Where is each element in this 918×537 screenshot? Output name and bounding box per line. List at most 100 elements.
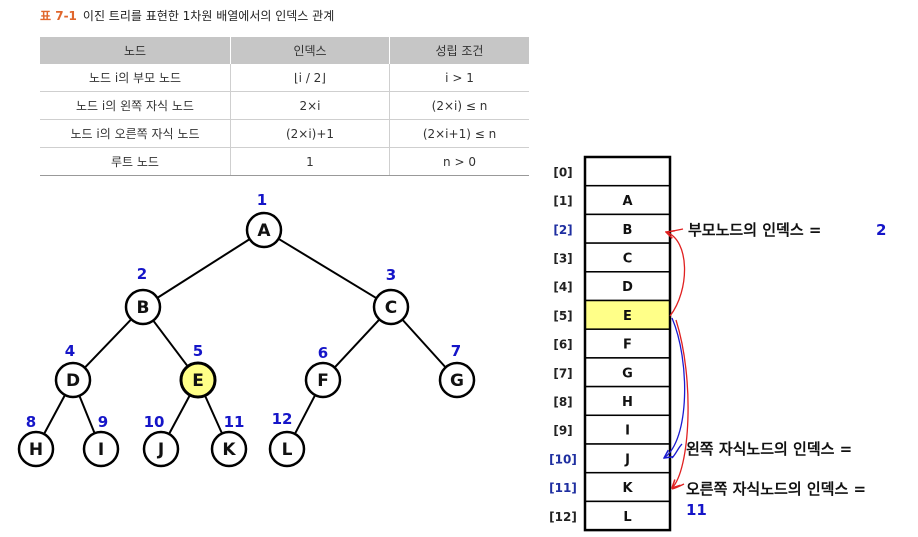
tree-node-label: K <box>222 440 236 460</box>
tree-node-circle <box>245 211 283 249</box>
array-cell-value: F <box>623 338 632 353</box>
table-cell: (2×i) ≤ n <box>389 91 529 120</box>
tree-node-circle <box>142 430 180 468</box>
tree-edge <box>278 237 377 300</box>
tree-edge <box>78 395 96 434</box>
tree-node-label: D <box>66 371 80 391</box>
array-index-label: [7] <box>553 366 572 380</box>
array-cell-value: J <box>624 452 630 467</box>
array-index-label: [1] <box>553 194 572 208</box>
array-index-label: [2] <box>553 223 572 237</box>
arrow-to-left-child <box>664 317 686 458</box>
table-row: 노드 i의 부모 노드 ⌊i / 2⌋ i > 1 <box>40 64 529 92</box>
array-cell-value: K <box>622 481 633 496</box>
tree-node-circle <box>17 430 55 468</box>
array-cell <box>584 414 671 445</box>
tree-node-circle <box>438 361 476 399</box>
tree-node-l: L <box>268 430 306 468</box>
tree-node-label: G <box>450 371 464 391</box>
tree-node-g: G <box>438 361 476 399</box>
tree-node-circle <box>304 361 342 399</box>
tree-node-label: B <box>137 298 150 318</box>
tree-node-index: 9 <box>98 413 108 431</box>
header-index: 인덱스 <box>230 37 390 64</box>
array-cell-value: I <box>625 424 630 439</box>
tree-node-index: 12 <box>272 410 293 428</box>
tree-node-circle <box>268 430 306 468</box>
array-index-label: [10] <box>549 452 577 466</box>
array-index-label: [3] <box>553 251 572 265</box>
table-cell: 노드 i의 부모 노드 <box>40 64 231 92</box>
tree-node-e: E <box>179 361 217 399</box>
tree-node-k: K <box>210 430 248 468</box>
tree-node-label: E <box>192 371 204 391</box>
tree-node-circle <box>210 430 248 468</box>
right-child-index-note: 오른쪽 자식노드의 인덱스 = <box>686 480 866 498</box>
arrow-to-right-child <box>672 319 689 488</box>
tree-node-index: 10 <box>144 413 165 431</box>
header-node: 노드 <box>40 37 231 64</box>
parent-index-note: 부모노드의 인덱스 = <box>688 221 821 239</box>
tree-edge <box>293 394 317 435</box>
array-index-label: [11] <box>549 481 577 495</box>
table-cell: i > 1 <box>389 64 529 92</box>
tree-node-circle <box>372 288 410 326</box>
array-cell-value: H <box>622 395 633 410</box>
tree-edge <box>168 394 191 435</box>
table-row: 노드 i의 오른쪽 자식 노드 (2×i)+1 (2×i+1) ≤ n <box>40 119 529 148</box>
table-cell: 노드 i의 오른쪽 자식 노드 <box>40 119 231 148</box>
table-row: 노드 i의 왼쪽 자식 노드 2×i (2×i) ≤ n <box>40 91 529 120</box>
tree-node-index: 7 <box>451 342 461 360</box>
arrow-to-left-label <box>671 443 683 459</box>
table-cell: 2×i <box>230 91 390 120</box>
table-cell: 루트 노드 <box>40 147 231 176</box>
tree-node-label: J <box>157 440 164 460</box>
tree-node-circle <box>124 288 162 326</box>
table-row: 루트 노드 1 n > 0 <box>40 147 529 176</box>
tree-node-circle <box>54 361 92 399</box>
caption-number: 표 7-1 <box>40 9 77 23</box>
array-index-label: [8] <box>553 395 572 409</box>
tree-node-f: F <box>304 361 342 399</box>
tree-edge <box>204 395 223 434</box>
arrow-to-parent-label <box>667 228 684 233</box>
tree-edge <box>333 318 381 369</box>
tree-edge <box>43 394 66 435</box>
array-cell-value: G <box>622 366 633 381</box>
table-cell: 1 <box>230 147 390 176</box>
tree-node-index: 4 <box>65 342 75 360</box>
tree-edges <box>43 237 447 435</box>
arrow-to-right-label <box>671 483 685 490</box>
index-relation-table: 노드 인덱스 성립 조건 노드 i의 부모 노드 ⌊i / 2⌋ i > 1 노… <box>40 37 529 176</box>
tree-node-b: B <box>124 288 162 326</box>
array-cell-value: A <box>622 194 632 209</box>
tree-node-c: C <box>372 288 410 326</box>
tree-node-j: J <box>142 430 180 468</box>
tree-node-index: 3 <box>386 266 396 284</box>
tree-edge <box>84 318 132 369</box>
tree-edge <box>156 238 251 299</box>
left-child-index-note: 왼쪽 자식노드의 인덱스 = <box>686 440 852 458</box>
tree-node-i: I <box>82 430 120 468</box>
array-index-label: [5] <box>553 309 572 323</box>
array-index-label: [6] <box>553 338 572 352</box>
tree-node-index: 2 <box>137 265 147 283</box>
tree-edge <box>152 319 189 368</box>
table-cell: 노드 i의 왼쪽 자식 노드 <box>40 91 231 120</box>
tree-edge <box>401 318 447 369</box>
array-index-label: [4] <box>553 280 572 294</box>
tree-node-index: 6 <box>318 344 328 362</box>
tree-node-label: L <box>282 440 293 460</box>
table-cell: n > 0 <box>389 147 529 176</box>
array-cell-value: D <box>622 280 633 295</box>
array-border <box>583 155 672 532</box>
array-index-label: [0] <box>553 165 572 179</box>
tree-node-label: H <box>29 440 43 460</box>
right-child-index-value: 11 <box>686 501 707 519</box>
tree-node-circle <box>82 430 120 468</box>
tree-node-label: A <box>257 221 271 241</box>
table-cell: (2×i)+1 <box>230 119 390 148</box>
table-cell: (2×i+1) ≤ n <box>389 119 529 148</box>
array-cell-value: L <box>623 510 631 525</box>
